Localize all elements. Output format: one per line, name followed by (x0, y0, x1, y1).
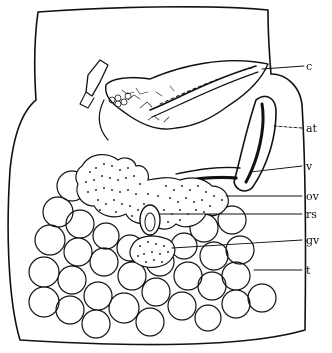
label-at: at (306, 122, 318, 135)
leader-v (250, 166, 302, 172)
copulatory-organ (80, 60, 268, 140)
leader-c (262, 66, 304, 69)
label-t: t (306, 264, 311, 277)
receptaculum-seminis (140, 205, 160, 235)
germ-vitellarium (130, 236, 175, 267)
leader-at (274, 126, 302, 128)
label-ov: ov (306, 190, 320, 203)
leader-gv (172, 240, 302, 248)
label-rs: rs (306, 208, 317, 221)
body-outline (8, 7, 305, 345)
label-c: c (306, 60, 312, 73)
atrium (234, 96, 276, 190)
label-v: v (305, 160, 313, 173)
label-gv: gv (306, 234, 320, 247)
